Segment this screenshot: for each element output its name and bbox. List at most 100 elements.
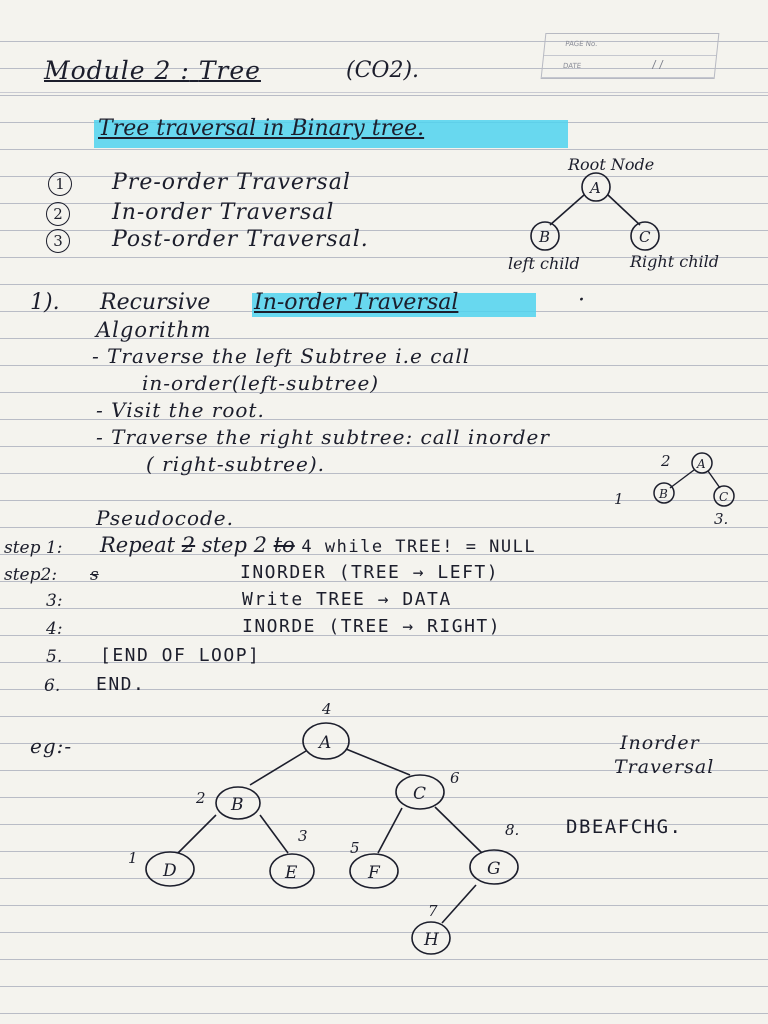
node-a-circle (302, 722, 350, 760)
node-b-order: 2 (195, 789, 206, 807)
mini-edge-a-c (707, 470, 721, 489)
course-outcome: (CO2). (346, 58, 420, 83)
list-number-1: 1 (48, 172, 72, 196)
left-child-label: left child (508, 254, 580, 273)
date-value: / / (651, 58, 664, 71)
node-a-order: 4 (321, 700, 332, 718)
page-date-box: PAGE No. DATE / / (540, 33, 720, 79)
pseudo-step-6-label: 6. (44, 676, 61, 696)
node-f-order: 5 (350, 839, 360, 857)
node-e-order: 3 (298, 827, 308, 845)
algorithm-step-3-cont: ( right-subtree). (146, 452, 325, 476)
algorithm-step-1: - Traverse the left Subtree i.e call (92, 344, 471, 368)
right-child-label: Right child (629, 252, 719, 271)
node-a-label: A (317, 733, 331, 753)
node-d-circle (145, 851, 195, 887)
inorder-result: DBEAFCHG. (566, 816, 683, 838)
edge-b-e (259, 814, 289, 854)
edge-g-h (441, 884, 477, 924)
edge-c-g (434, 806, 483, 854)
traversal-item-postorder: Post-order Traversal. (112, 227, 369, 252)
page-no-label: PAGE No. (544, 34, 719, 56)
topic-label: Tree (198, 56, 261, 85)
algorithm-step-2: - Visit the root. (96, 398, 265, 422)
pseudo-step-4: INORDE (TREE → RIGHT) (242, 616, 502, 637)
mini-left-order: 1 (614, 490, 624, 508)
node-h-circle (411, 921, 451, 955)
mini-node-b-label: B (658, 487, 668, 501)
heading-highlight (94, 120, 568, 148)
pseudo-step-1-mid: step 2 (201, 533, 267, 557)
node-g-order: 8. (505, 821, 519, 839)
result-label-2: Traversal (614, 756, 715, 778)
subsection-index: 1). (30, 290, 60, 315)
algorithm-step-1-cont: in-order(left-subtree) (142, 371, 380, 395)
traversal-item-preorder: Pre-order Traversal (112, 170, 351, 195)
subsection-heading-plain: Recursive (100, 290, 211, 315)
pseudo-step-2-strike: s (90, 565, 99, 585)
edge-c-f (377, 807, 403, 854)
mini-tree-diagram: 2 A B C 1 3. (614, 452, 735, 528)
page-title: Module 2 : Tree (44, 56, 261, 85)
pseudo-step-1-label: step 1: (4, 538, 63, 558)
example-tree-diagram: A 4 B 2 C 6 D 1 E 3 F 5 G 8. H 7 (128, 700, 519, 955)
root-node-label: Root Node (567, 155, 654, 174)
node-f-circle (349, 853, 399, 889)
header-rule (0, 92, 768, 93)
mini-node-a-label: A (696, 457, 706, 471)
node-b-circle (530, 221, 560, 251)
node-g-label: G (487, 859, 501, 879)
subsection-highlight (252, 293, 536, 317)
traversal-item-inorder: In-order Traversal (112, 200, 335, 225)
pseudo-step-3-label: 3: (46, 591, 63, 611)
pseudo-step-1-strike: 2 (181, 533, 196, 557)
section-heading: Tree traversal in Binary tree. (98, 116, 425, 141)
pseudo-step-5: [END OF LOOP] (100, 645, 261, 666)
node-e-circle (269, 853, 315, 889)
node-a-label: A (588, 179, 601, 197)
node-h-order: 7 (428, 902, 438, 920)
node-c-circle (395, 774, 445, 810)
node-c-circle (630, 221, 660, 251)
pseudo-step-3: Write TREE → DATA (242, 589, 452, 610)
pseudo-step-5-label: 5. (46, 647, 63, 667)
mini-node-c-circle (713, 485, 735, 507)
node-d-order: 1 (128, 849, 138, 867)
mini-node-c-label: C (719, 490, 728, 504)
node-c-label: C (413, 784, 426, 804)
example-label: eg:- (30, 734, 73, 758)
module-label: Module 2 : (44, 56, 190, 85)
node-g-circle (469, 849, 519, 885)
node-a-circle (581, 172, 611, 202)
list-number-3: 3 (46, 229, 70, 253)
pseudo-step-1: Repeat 2 step 2 to 4 while TREE! = NULL (100, 533, 536, 557)
pseudo-step-1-rest: 4 while TREE! = NULL (301, 537, 537, 557)
edge-b-d (177, 814, 217, 854)
mini-root-order: 2 (660, 452, 671, 470)
edge-a-c (607, 194, 641, 226)
node-d-label: D (162, 861, 177, 881)
result-label-1: Inorder (620, 732, 700, 754)
edge-a-b (549, 194, 585, 226)
node-c-order: 6 (450, 769, 460, 787)
pseudocode-label: Pseudocode. (96, 506, 234, 530)
node-f-label: F (367, 863, 381, 883)
mini-right-order: 3. (714, 510, 728, 528)
small-tree-diagram: Root Node A B C left child Right child (508, 155, 719, 273)
edge-a-c (345, 748, 411, 776)
algorithm-step-3: - Traverse the right subtree: call inord… (96, 425, 550, 449)
pseudo-step-1-strike2: to (273, 533, 295, 557)
algorithm-label: Algorithm (96, 318, 212, 342)
node-e-label: E (284, 863, 298, 883)
mini-edge-a-b (669, 469, 695, 489)
pseudo-step-4-label: 4: (46, 619, 63, 639)
node-b-label: B (230, 795, 244, 815)
pseudo-step-1-repeat: Repeat (100, 533, 176, 557)
mini-node-b-circle (653, 482, 675, 504)
pseudo-step-2: INORDER (TREE → LEFT) (240, 562, 500, 583)
subsection-trailing-mark: · (578, 288, 585, 313)
node-b-circle (215, 786, 261, 820)
date-label: DATE (541, 56, 716, 78)
pseudo-step-2-label: step2: (4, 565, 58, 585)
